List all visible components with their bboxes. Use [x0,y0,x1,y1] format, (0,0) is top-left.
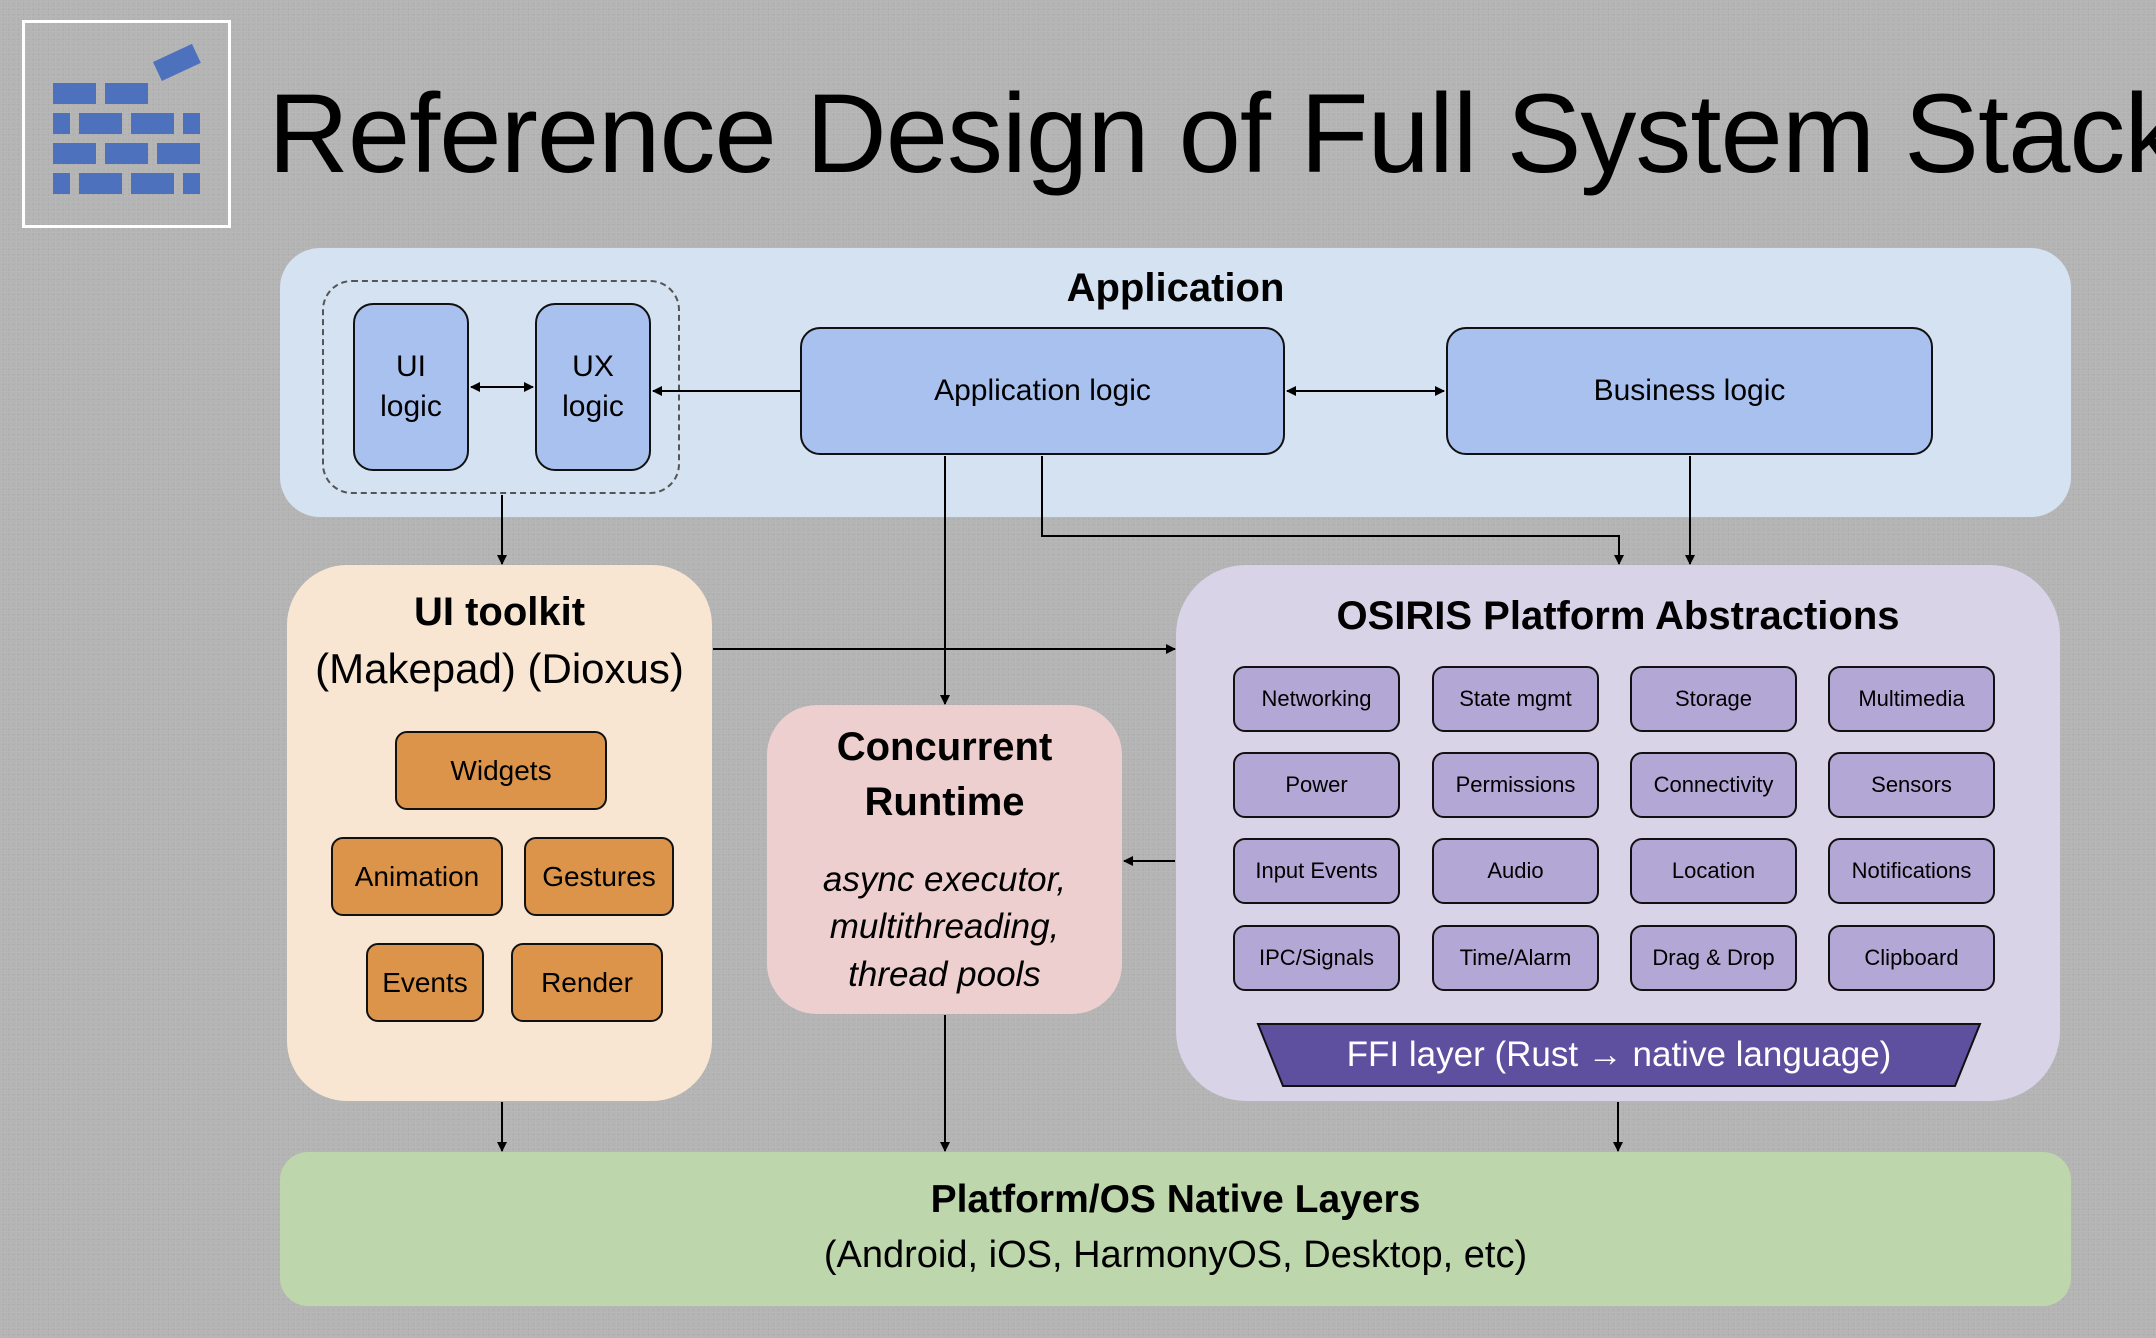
ui-ux-group [322,280,680,494]
page-title: Reference Design of Full System Stack [268,71,2156,196]
osiris-item: Notifications [1828,838,1995,904]
application-logic-box: Application logic [800,327,1285,455]
osiris-item: Connectivity [1630,752,1797,818]
brick-wall-icon [53,43,201,194]
ui-item-render: Render [511,943,663,1022]
ui-logic-label: UI logic [380,349,442,424]
runtime-title: Concurrent Runtime [767,720,1122,830]
ui-item-animation: Animation [331,837,503,916]
osiris-item: State mgmt [1432,666,1599,732]
business-logic-label: Business logic [1593,373,1786,407]
osiris-item: Power [1233,752,1400,818]
ux-logic-box: UX logic [535,303,651,471]
osiris-item: Sensors [1828,752,1995,818]
runtime-description-text: async executor, multithreading, thread p… [822,860,1067,994]
ui-toolkit-title: UI toolkit [413,590,586,634]
ux-logic-label: UX logic [562,349,624,424]
runtime-title-text: Concurrent Runtime [836,725,1053,825]
osiris-item: Storage [1630,666,1797,732]
osiris-item: Drag & Drop [1630,925,1797,991]
osiris-item: Permissions [1432,752,1599,818]
runtime-description: async executor, multithreading, thread p… [767,856,1122,998]
ui-toolkit-subtitle: (Makepad) (Dioxus) [315,645,684,692]
application-logic-label: Application logic [934,373,1151,407]
osiris-panel [1176,565,2060,1101]
concurrent-runtime-panel [767,705,1122,1014]
osiris-item: IPC/Signals [1233,925,1400,991]
platform-subtitle: (Android, iOS, HarmonyOS, Desktop, etc) [823,1234,1528,1276]
application-label: Application [1066,266,1285,310]
osiris-item: Time/Alarm [1432,925,1599,991]
platform-title: Platform/OS Native Layers [930,1178,1421,1221]
osiris-item: Multimedia [1828,666,1995,732]
ui-logic-box: UI logic [353,303,469,471]
osiris-item: Input Events [1233,838,1400,904]
business-logic-box: Business logic [1446,327,1933,455]
osiris-item: Networking [1233,666,1400,732]
ffi-layer-shape [1256,1023,1982,1087]
ui-item-gestures: Gestures [524,837,674,916]
ui-item-widgets: Widgets [395,731,607,810]
ui-item-events: Events [366,943,484,1022]
osiris-title: OSIRIS Platform Abstractions [1336,594,1900,638]
osiris-item: Audio [1432,838,1599,904]
logo-frame [22,20,231,228]
osiris-item: Location [1630,838,1797,904]
osiris-item: Clipboard [1828,925,1995,991]
platform-native-panel [280,1152,2071,1306]
ffi-layer-label: FFI layer (Rust → native language) [1346,1035,1892,1074]
